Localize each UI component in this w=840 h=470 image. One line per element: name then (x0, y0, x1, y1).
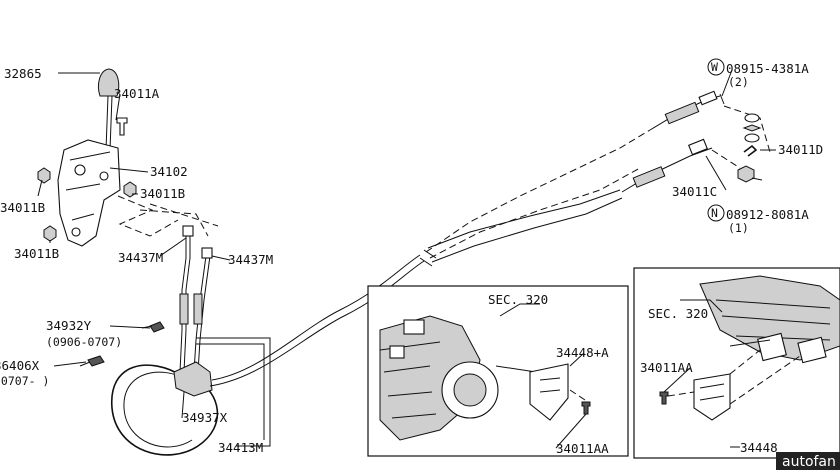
bolt-icon (581, 401, 591, 415)
label-34413M: 34413M (218, 440, 263, 455)
watermark: autofan (782, 454, 836, 470)
clip-icon (87, 355, 105, 367)
nut-icon (737, 165, 755, 183)
label-sec320-b: SEC. 320 (648, 306, 708, 321)
label-34937X: 34937X (182, 410, 228, 425)
washer-icon (744, 133, 760, 143)
label-34011B-1: 34011B (0, 200, 45, 215)
label-08915: 08915-4381A (726, 61, 809, 76)
nut-symbol-icon (707, 204, 725, 222)
nut-icon (37, 167, 51, 184)
shift-knob (97, 68, 120, 97)
section-320-view-a (367, 285, 629, 457)
washer-icon (744, 113, 760, 123)
bolt-icon (116, 117, 128, 136)
cable-end-assembly (419, 90, 771, 267)
label-34011B-2: 34011B (140, 186, 185, 201)
watermark-bg (776, 452, 840, 470)
nut-icon (742, 124, 762, 132)
label-34448: 34448 (740, 440, 778, 455)
nut-icon (43, 225, 57, 242)
clip-icon (149, 321, 165, 333)
label-08912-qty: (1) (728, 221, 749, 235)
label-36406X: 36406X (0, 358, 40, 373)
label-08915-sym: W (711, 60, 718, 74)
label-34011AA-2: 34011AA (640, 360, 693, 375)
label-34448A: 34448+A (556, 345, 609, 360)
label-34011B-3: 34011B (14, 246, 59, 261)
bolt-icon (659, 391, 669, 405)
washer-symbol-icon (707, 58, 725, 76)
cable-bracket (173, 361, 213, 397)
label-34932Y-date: (0906-0707) (46, 335, 122, 349)
label-34011AA-1: 34011AA (556, 441, 609, 456)
label-34437M-1: 34437M (118, 250, 163, 265)
label-08915-qty: (2) (728, 75, 749, 89)
label-08912: 08912-8081A (726, 207, 809, 222)
leader-lines (37, 69, 776, 449)
label-34932Y: 34932Y (46, 318, 92, 333)
control-cables (111, 225, 425, 456)
clip-icon (743, 144, 758, 157)
label-32865: 32865 (4, 66, 42, 81)
nut-icon (123, 181, 137, 198)
label-36406X-date: (0707- ) (0, 374, 49, 388)
label-34011A: 34011A (114, 86, 160, 101)
label-34437M-2: 34437M (228, 252, 273, 267)
label-34011C: 34011C (672, 184, 717, 199)
label-08912-sym: N (711, 206, 718, 220)
bracket-34448 (693, 373, 731, 421)
label-sec320-a: SEC. 320 (488, 292, 548, 307)
label-34102: 34102 (150, 164, 188, 179)
section-320-view-b (633, 267, 840, 459)
label-34011D: 34011D (778, 142, 823, 157)
shift-lever-assembly (37, 68, 219, 247)
